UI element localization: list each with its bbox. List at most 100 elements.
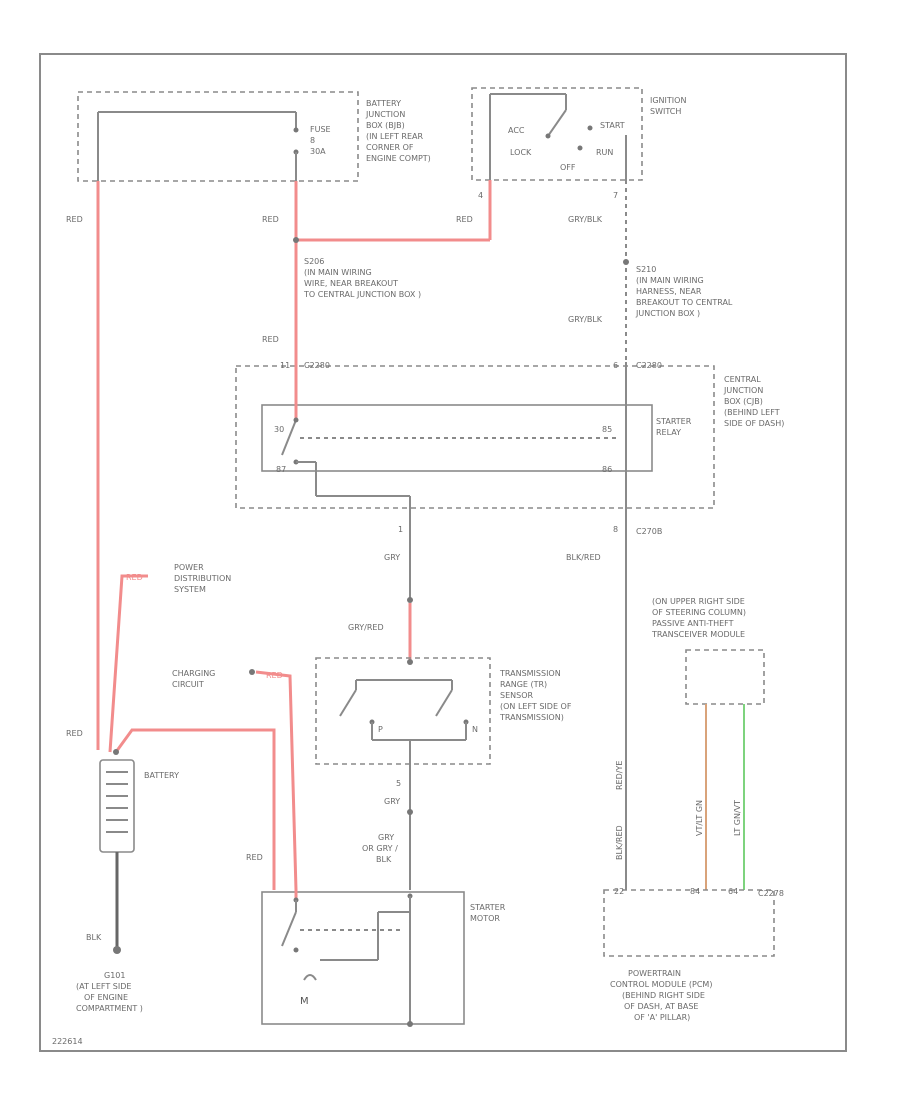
diagram-label: COMPARTMENT ): [76, 1004, 143, 1013]
diagram-label: (AT LEFT SIDE: [76, 982, 131, 991]
diagram-label: BLK: [376, 855, 392, 864]
diagram-label: STARTER: [656, 417, 692, 426]
transmission-range-sensor: TRANSMISSION RANGE (TR) SENSOR (ON LEFT …: [315, 657, 572, 765]
diagram-label: TRANSMISSION: [499, 669, 561, 678]
diagram-label: JUNCTION: [723, 386, 763, 395]
diagram-label: STARTER: [470, 903, 506, 912]
starter-motor: STARTER MOTOR M: [261, 890, 506, 1027]
connector-c2280-left: C2280: [304, 361, 330, 370]
diagram-label: RANGE (TR): [500, 680, 547, 689]
diagram-label: BATTERY: [366, 99, 401, 108]
diagram-label: C2278: [758, 889, 784, 898]
diagram-label: SWITCH: [650, 107, 681, 116]
diagram-label: RUN: [596, 148, 613, 157]
pin-5: 5: [396, 779, 401, 788]
wire-label-red-ign: RED: [456, 215, 473, 224]
diagram-label: G101: [104, 971, 125, 980]
pin-6: 6: [613, 361, 618, 370]
diagram-label: OF 'A' PILLAR): [634, 1013, 690, 1022]
diagram-label: CONTROL MODULE (PCM): [610, 980, 712, 989]
diagram-label: SENSOR: [500, 691, 533, 700]
pin-8: 8: [613, 525, 618, 534]
starter-relay: STARTER RELAY 30 87 85 86: [261, 362, 692, 497]
diagram-label: MOTOR: [470, 914, 500, 923]
diagram-label: HARNESS, NEAR: [636, 287, 702, 296]
diagram-label: OF DASH, AT BASE: [624, 1002, 699, 1011]
ground-g101: [113, 946, 121, 954]
diagram-label: P: [378, 725, 383, 734]
diagram-label: TO CENTRAL JUNCTION BOX ): [303, 290, 421, 299]
diagram-label: (IN MAIN WIRING: [636, 276, 704, 285]
diagram-label: GRY: [378, 833, 394, 842]
diagram-label: IGNITION: [650, 96, 686, 105]
diagram-label: (IN MAIN WIRING: [304, 268, 372, 277]
diagram-label: PASSIVE ANTI-THEFT: [652, 619, 734, 628]
diagram-label: ACC: [508, 126, 525, 135]
wire-label-gry-or-blk: GRY OR GRY / BLK: [362, 833, 398, 864]
diagram-label: RED/YE: [615, 761, 624, 790]
diagram-label: JUNCTION: [365, 110, 405, 119]
red-starter-cable: [114, 728, 276, 890]
wire-label-blk-red: BLK/RED: [566, 553, 601, 562]
diagram-label: OR GRY /: [362, 844, 398, 853]
wire-label-gry-blk-top: GRY/BLK: [568, 215, 603, 224]
diagram-label: SYSTEM: [174, 585, 206, 594]
diagram-label: 84: [690, 887, 700, 896]
diagram-label: CIRCUIT: [172, 680, 204, 689]
diagram-label: 22: [614, 887, 624, 896]
diagram-label: RED: [126, 573, 143, 582]
figure-code: 222614: [52, 1037, 83, 1046]
diagram-label: VT/LT GN: [695, 800, 704, 836]
diagram-label: 87: [276, 465, 286, 474]
diagram-label: BLK/RED: [615, 825, 624, 860]
diagram-label: RELAY: [656, 428, 681, 437]
pin-1: 1: [398, 525, 403, 534]
diagram-label: 85: [602, 425, 612, 434]
pats-module: (ON UPPER RIGHT SIDE OF STEERING COLUMN)…: [651, 597, 765, 705]
red-charging-wire: [255, 670, 298, 891]
diagram-label: BOX (BJB): [366, 121, 405, 130]
diagram-label: 64: [728, 887, 738, 896]
fuse-8: FUSE 8 30A: [310, 125, 331, 156]
diagram-label: (BEHIND RIGHT SIDE: [622, 991, 705, 1000]
diagram-label: JUNCTION BOX ): [635, 309, 700, 318]
power-distribution-system: POWER DISTRIBUTION SYSTEM: [174, 563, 231, 594]
diagram-label: OF STEERING COLUMN): [652, 608, 746, 617]
diagram-label: S206: [304, 257, 324, 266]
diagram-label: POWER: [174, 563, 204, 572]
ign-pin-7: 7: [613, 191, 618, 200]
diagram-label: ENGINE COMPT): [366, 154, 431, 163]
ground-g101-label: G101 (AT LEFT SIDE OF ENGINE COMPARTMENT…: [76, 971, 143, 1013]
diagram-label: (IN LEFT REAR: [366, 132, 423, 141]
diagram-label: CORNER OF: [366, 143, 414, 152]
diagram-label: SIDE OF DASH): [724, 419, 784, 428]
red-pds-wire: [108, 574, 148, 753]
wire-label-red-fuse: RED: [262, 215, 279, 224]
diagram-label: 86: [602, 465, 612, 474]
diagram-frame: [39, 53, 847, 1052]
battery-junction-box: BATTERY JUNCTION BOX (BJB) (IN LEFT REAR…: [77, 91, 431, 182]
wire-label-red-cjb: RED: [262, 335, 279, 344]
diagram-label: M: [300, 996, 309, 1007]
charging-circuit: CHARGING CIRCUIT: [172, 669, 215, 689]
diagram-label: CENTRAL: [724, 375, 761, 384]
wire-label-gry-red: GRY/RED: [348, 623, 384, 632]
wire-label-blk-ground: BLK: [86, 933, 102, 942]
pcm: C2278 22 84 64 POWERTRAIN CONTROL MODULE…: [603, 887, 784, 1022]
wire-label-red-battery: RED: [66, 729, 83, 738]
diagram-label: RED: [266, 671, 283, 680]
wire-label-gry-blk-mid: GRY/BLK: [568, 315, 603, 324]
diagram-label: N: [472, 725, 478, 734]
wire-label-red-left: RED: [66, 215, 83, 224]
diagram-label: POWERTRAIN: [628, 969, 681, 978]
diagram-label: CHARGING: [172, 669, 215, 678]
diagram-label: START: [600, 121, 625, 130]
diagram-label: FUSE: [310, 125, 331, 134]
ignition-switch: IGNITION SWITCH ACC LOCK OFF START RUN: [471, 87, 686, 181]
diagram-label: BOX (CJB): [724, 397, 763, 406]
diagram-label: (BEHIND LEFT: [724, 408, 780, 417]
diagram-label: BREAKOUT TO CENTRAL: [636, 298, 733, 307]
diagram-label: WIRE, NEAR BREAKOUT: [304, 279, 398, 288]
diagram-label: (ON LEFT SIDE OF: [500, 702, 572, 711]
